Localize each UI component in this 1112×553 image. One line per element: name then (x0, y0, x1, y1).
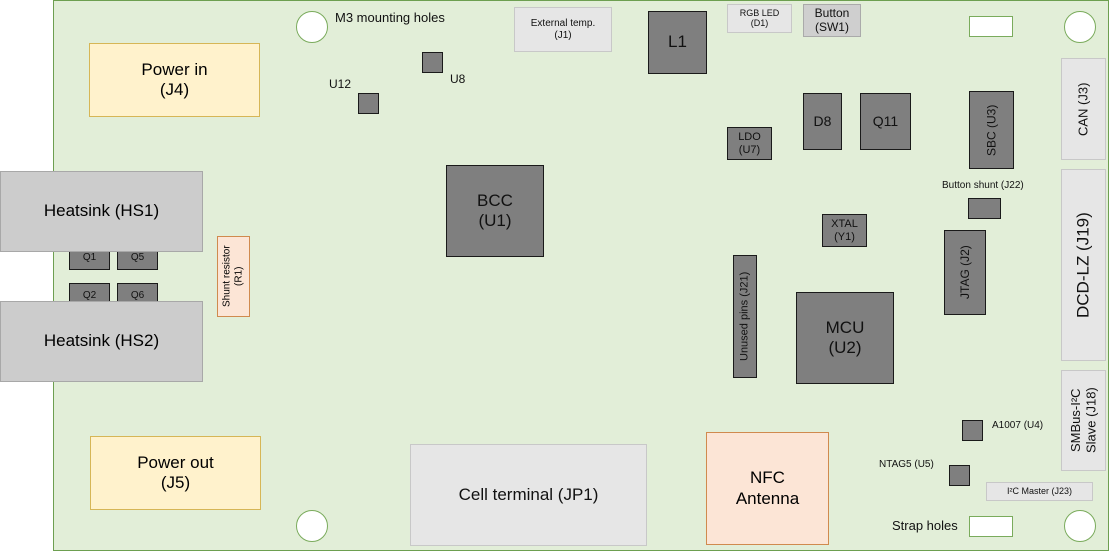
button-sw1: Button (SW1) (803, 4, 861, 37)
ldo-u7: LDO (U7) (727, 127, 772, 160)
chip-u12 (358, 93, 379, 114)
shunt-resistor: Shunt resistor (R1) (217, 236, 250, 317)
bcc-chip: BCC (U1) (446, 165, 544, 257)
mounting-hole-bottom-right (1064, 510, 1096, 542)
chip-ntag5-u5 (949, 465, 970, 486)
crystal-y1: XTAL (Y1) (822, 214, 867, 247)
unused-pins-j21: Unused pins (J21) (733, 255, 757, 378)
mounting-holes-label: M3 mounting holes (335, 10, 445, 25)
mcu-u2: MCU (U2) (796, 292, 894, 384)
cell-terminal-jp1: Cell terminal (JP1) (410, 444, 647, 546)
strap-hole-top (969, 16, 1013, 37)
inductor-l1: L1 (648, 11, 707, 74)
mounting-hole-top-left (296, 11, 328, 43)
u12-label: U12 (329, 77, 352, 91)
external-temp-connector: External temp. (J1) (514, 7, 612, 52)
jtag-j2: JTAG (J2) (944, 230, 986, 315)
i2c-master-connector: I²C Master (J23) (986, 482, 1093, 501)
power-out-connector: Power out (J5) (90, 436, 261, 510)
rgb-led: RGB LED (D1) (727, 4, 792, 33)
sbc-u3: SBC (U3) (969, 91, 1014, 169)
heatsink-hs2: Heatsink (HS2) (0, 301, 203, 382)
a1007-label: A1007 (U4) (992, 420, 1044, 431)
mounting-hole-bottom-left (296, 510, 328, 542)
nfc-antenna: NFC Antenna (706, 432, 829, 545)
mounting-hole-top-right (1064, 11, 1096, 43)
chip-u8 (422, 52, 443, 73)
button-shunt-j22 (968, 198, 1001, 219)
smbus-i2c-slave-connector: SMBus-I²C Slave (J18) (1061, 370, 1106, 471)
transistor-q11: Q11 (860, 93, 911, 150)
dcd-lz-connector: DCD-LZ (J19) (1061, 169, 1106, 361)
heatsink-hs1: Heatsink (HS1) (0, 171, 203, 252)
strap-hole-bottom (969, 516, 1013, 537)
diode-d8: D8 (803, 93, 842, 150)
u8-label: U8 (450, 72, 466, 86)
ntag5-label: NTAG5 (U5) (879, 459, 934, 470)
can-connector: CAN (J3) (1061, 58, 1106, 160)
power-in-connector: Power in (J4) (89, 43, 260, 117)
button-shunt-label: Button shunt (J22) (942, 180, 1024, 191)
chip-a1007-u4 (962, 420, 983, 441)
strap-holes-label: Strap holes (892, 518, 958, 533)
